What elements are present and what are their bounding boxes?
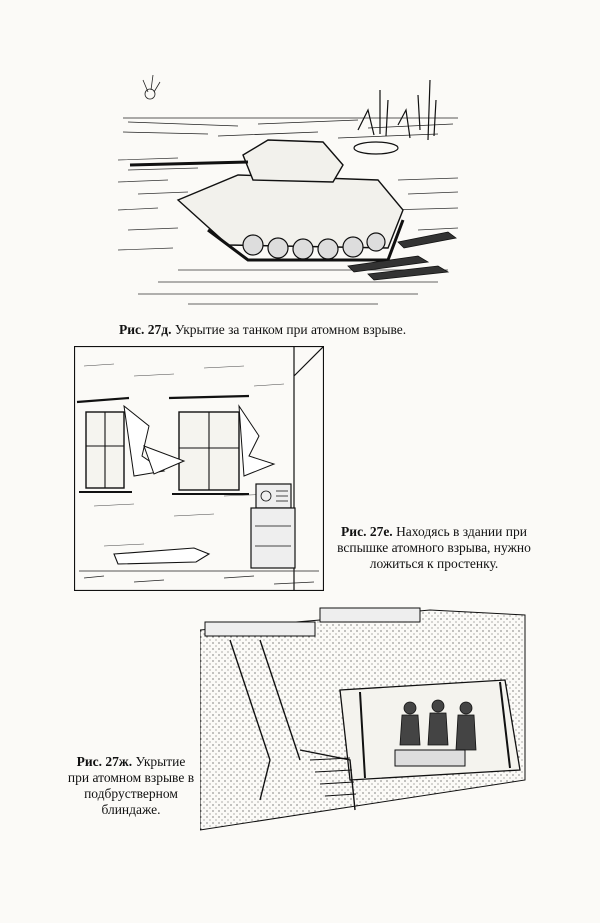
figure-27e-text: Находясь в здании при вспышке атомного в… xyxy=(337,524,531,571)
figure-27e-caption: Рис. 27е. Находясь в здании при вспышке … xyxy=(334,524,534,572)
figure-27zh-label: Рис. 27ж. xyxy=(76,754,133,769)
figure-27zh-text: Укрытие при атомном взрыве в подбруствер… xyxy=(67,754,195,817)
figure-27zh-dugout-illustration xyxy=(200,600,530,835)
figure-27d-tank-illustration xyxy=(118,70,463,310)
figure-27e-label: Рис. 27е. xyxy=(341,524,393,539)
figure-27d-caption: Рис. 27д. Укрытие за танком при атомном … xyxy=(119,322,489,338)
figure-27d-text: Укрытие за танком при атомном взрыве. xyxy=(174,322,407,337)
figure-27zh-caption: Рис. 27ж. Укрытие при атомном взрыве в п… xyxy=(66,754,196,818)
figure-27e-building-illustration xyxy=(74,346,324,591)
figure-27d-label: Рис. 27д. xyxy=(119,322,172,337)
